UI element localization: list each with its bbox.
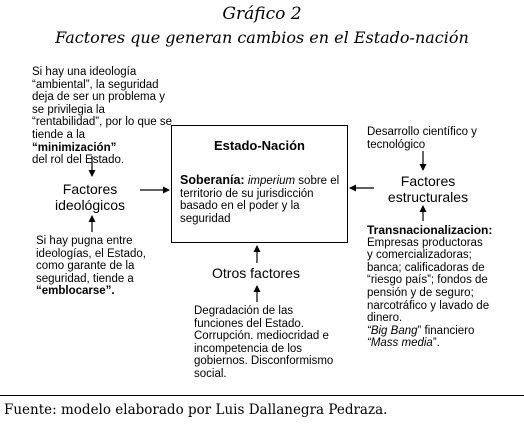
note-line: gobiernos. Disconformismo — [194, 355, 334, 368]
sovereignty-body: sobre el territorio de su jurisdicción b… — [180, 175, 340, 225]
structural-top-note: Desarrollo científico y tecnológico — [367, 126, 517, 151]
note-italic: “Mass media — [367, 337, 433, 350]
ideological-bottom-note: Si hay pugna entre ideologías, el Estado… — [36, 235, 166, 298]
box-title: Estado-Nación — [213, 138, 305, 153]
note-line: “ambiental”, la seguridad — [32, 78, 159, 91]
note-line: dinero. — [367, 312, 403, 325]
note-text: tiende a la — [32, 128, 86, 141]
label-line: Factores — [400, 173, 456, 189]
note-line: Si hay una ideología — [32, 66, 137, 78]
sovereignty-text: Soberanía: imperium sobre el territorio … — [180, 174, 348, 225]
note-line: Empresas productoras — [367, 236, 483, 249]
note-line: social. — [194, 367, 227, 380]
sovereignty-italic: imperium — [247, 175, 296, 187]
note-line: tecnológico — [367, 138, 426, 151]
label-line: Factores — [62, 181, 118, 197]
note-line: funciones del Estado. — [194, 317, 304, 330]
note-line: “rentabilidad”, por lo que se — [32, 116, 172, 129]
footer-divider — [0, 395, 524, 396]
note-line: pensión y de seguro; — [367, 286, 474, 299]
estado-nacion-box: Estado-Nación Soberanía: imperium sobre … — [171, 125, 348, 243]
note-bold: “emblocarse”. — [36, 285, 115, 298]
figure-title: Factores que generan cambios en el Estad… — [55, 28, 469, 47]
note-line: ideologías, el Estado, — [36, 247, 146, 260]
note-line: deja de ser un problema y — [32, 91, 165, 104]
source-note: Fuente: modelo elaborado por Luis Dallan… — [4, 402, 388, 418]
label-line: ideológicos — [54, 197, 126, 213]
note-line: incompetencia de los — [194, 342, 303, 355]
note-line: y comercializadoras; — [367, 249, 472, 262]
other-factors-label: Otros factores — [212, 265, 300, 281]
note-line: “Big Bang” financiero — [367, 325, 522, 338]
sovereignty-label: Soberanía: — [180, 173, 245, 187]
label-line: estructurales — [387, 189, 469, 205]
note-text: ” financiero — [417, 324, 475, 337]
ideological-top-note: Si hay una ideología “ambiental”, la seg… — [32, 66, 172, 167]
note-italic: “Big Bang — [367, 324, 418, 337]
note-line: tiende a la “minimización” — [32, 129, 172, 154]
structural-factors-label: Factores estructurales — [372, 173, 484, 205]
note-line: narcotráfico y lavado de — [367, 299, 490, 312]
structural-bottom-note: Transnacionalizacion: Empresas productor… — [367, 224, 522, 350]
note-line: Corrupción. mediocridad e — [194, 330, 329, 343]
note-line: “Mass media”. — [367, 337, 522, 350]
other-factors-note: Degradación de las funciones del Estado.… — [194, 305, 344, 381]
note-heading: Transnacionalizacion: — [367, 223, 493, 237]
note-line: “emblocarse”. — [36, 285, 166, 298]
note-bold: “minimización” — [32, 141, 117, 154]
note-line: Desarrollo científico y — [367, 126, 477, 138]
note-line: banca; calificadoras de — [367, 261, 485, 274]
note-text: ”. — [432, 337, 440, 350]
ideological-factors-label: Factores ideológicos — [40, 181, 140, 213]
figure-number: Gráfico 2 — [222, 4, 302, 24]
note-line: se privilegia la — [32, 103, 105, 116]
note-line: Degradación de las — [194, 305, 294, 317]
note-line: “riesgo país”; fondos de — [367, 274, 488, 287]
note-line: como garante de la — [36, 260, 135, 273]
note-line: del rol del Estado. — [32, 154, 125, 167]
note-line: seguridad, tiende a — [36, 272, 134, 285]
note-line: Si hay pugna entre — [36, 235, 133, 247]
